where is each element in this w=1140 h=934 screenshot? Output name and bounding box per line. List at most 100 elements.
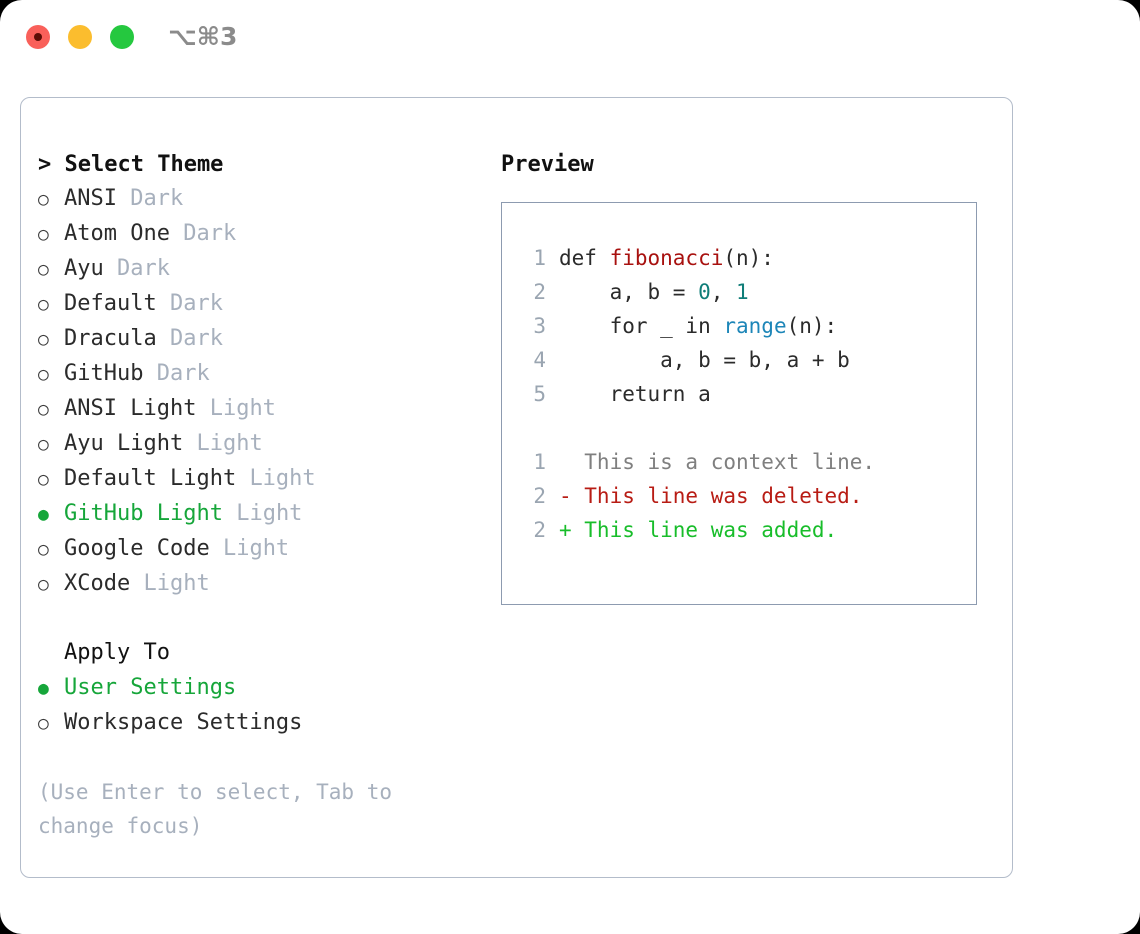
theme-option-label: Dracula bbox=[64, 326, 157, 351]
radio-unselected-icon[interactable]: ○ bbox=[38, 259, 49, 280]
code-line-number: 3 bbox=[533, 314, 546, 338]
code-line-text: def fibonacci(n): bbox=[559, 241, 774, 275]
diff-line-number: 2 bbox=[533, 484, 546, 508]
theme-option-label: Default Light bbox=[64, 466, 237, 491]
radio-unselected-icon[interactable]: ○ bbox=[38, 329, 49, 350]
code-token-plain: (n): bbox=[723, 246, 774, 270]
radio-unselected-icon[interactable]: ○ bbox=[38, 713, 49, 734]
list-spacer bbox=[38, 602, 478, 636]
main-panel: > Select Theme ○ANSI Dark○Atom One Dark○… bbox=[20, 97, 1013, 878]
code-token-num: 0 bbox=[698, 280, 711, 304]
apply-to-option-list[interactable]: ● User Settings ○ Workspace Settings bbox=[38, 671, 478, 741]
theme-option-google-code[interactable]: ○ Google Code Light bbox=[38, 532, 478, 567]
diff-line-del: 2 - This line was deleted. bbox=[516, 479, 976, 513]
code-token-plain: a, b = bbox=[559, 280, 699, 304]
theme-option-label: XCode bbox=[64, 571, 131, 596]
code-line: 4 a, b = b, a + b bbox=[516, 343, 976, 377]
title-bar: ⌥⌘3 bbox=[0, 0, 1140, 78]
theme-option-ansi[interactable]: ○ANSI Dark bbox=[38, 182, 478, 217]
theme-option-xcode[interactable]: ○ XCode Light bbox=[38, 567, 478, 602]
select-theme-header: > Select Theme bbox=[38, 152, 224, 177]
code-line-number: 5 bbox=[533, 382, 546, 406]
code-diff-spacer bbox=[516, 411, 976, 445]
apply-to-header-label: Apply To bbox=[64, 640, 170, 665]
code-token-plain: a, b = b, a + b bbox=[559, 348, 850, 372]
diff-line-number: 2 bbox=[533, 518, 546, 542]
radio-unselected-icon[interactable]: ○ bbox=[38, 539, 49, 560]
theme-option-ansi-light[interactable]: ○ANSI Light Light bbox=[38, 392, 478, 427]
radio-unselected-icon[interactable]: ○ bbox=[38, 189, 49, 210]
preview-title: Preview bbox=[501, 152, 594, 177]
apply-to-option-label: User Settings bbox=[64, 675, 237, 700]
code-line: 1 def fibonacci(n): bbox=[516, 241, 976, 275]
radio-unselected-icon[interactable]: ○ bbox=[38, 574, 49, 595]
radio-unselected-icon[interactable]: ○ bbox=[38, 224, 49, 245]
keyboard-shortcut-label: ⌥⌘3 bbox=[168, 22, 238, 51]
code-token-num: 1 bbox=[736, 280, 749, 304]
radio-unselected-icon[interactable]: ○ bbox=[38, 364, 49, 385]
theme-option-ayu[interactable]: ○Ayu Dark bbox=[38, 252, 478, 287]
apply-to-header: ○Apply To bbox=[38, 636, 478, 671]
diff-line-text: - This line was deleted. bbox=[559, 484, 863, 508]
diff-line-add: 2 + This line was added. bbox=[516, 513, 976, 547]
apply-to-option-label: Workspace Settings bbox=[64, 710, 303, 735]
theme-option-github-light[interactable]: ●GitHub Light Light bbox=[38, 497, 478, 532]
code-line-text: return a bbox=[559, 377, 711, 411]
radio-unselected-icon[interactable]: ○ bbox=[38, 399, 49, 420]
diff-line-text: This is a context line. bbox=[559, 450, 876, 474]
theme-option-label: Default bbox=[64, 291, 157, 316]
code-token-plain: (n): bbox=[786, 314, 838, 338]
window-controls bbox=[26, 25, 134, 49]
theme-option-label: Google Code bbox=[64, 536, 210, 561]
code-line-number: 1 bbox=[533, 246, 546, 270]
code-token-plain: for _ in bbox=[559, 314, 724, 338]
code-line: 2 a, b = 0, 1 bbox=[516, 275, 976, 309]
theme-variant-tag: Dark bbox=[169, 326, 223, 351]
theme-option-ayu-light[interactable]: ○ Ayu Light Light bbox=[38, 427, 478, 462]
theme-option-list[interactable]: ○ANSI Dark○Atom One Dark○Ayu Dark○Defaul… bbox=[38, 182, 478, 602]
code-line: 5 return a bbox=[516, 377, 976, 411]
theme-option-label: Ayu bbox=[64, 256, 104, 281]
radio-selected-icon[interactable]: ● bbox=[38, 504, 49, 525]
theme-option-label: Atom One bbox=[64, 221, 170, 246]
code-token-plain: , bbox=[710, 280, 737, 304]
code-line-text: for _ in range(n): bbox=[559, 309, 838, 343]
radio-selected-icon[interactable]: ● bbox=[38, 678, 49, 699]
theme-option-default[interactable]: ○ Default Dark bbox=[38, 287, 478, 322]
apply-to-option-user-settings[interactable]: ● User Settings bbox=[38, 671, 478, 706]
theme-variant-tag: Dark bbox=[156, 361, 210, 386]
theme-option-label: GitHub bbox=[64, 361, 144, 386]
theme-option-github[interactable]: ○ GitHub Dark bbox=[38, 357, 478, 392]
maximize-button[interactable] bbox=[110, 25, 134, 49]
radio-unselected-icon[interactable]: ○ bbox=[38, 434, 49, 455]
diff-line-text: + This line was added. bbox=[559, 518, 838, 542]
code-line-text: a, b = b, a + b bbox=[559, 343, 850, 377]
apply-to-option-workspace-settings[interactable]: ○ Workspace Settings bbox=[38, 706, 478, 741]
theme-variant-tag: Light bbox=[143, 571, 210, 596]
theme-option-label: GitHub Light bbox=[64, 501, 223, 526]
apply-to-header-marker: ○ bbox=[38, 637, 64, 671]
theme-option-label: ANSI Light bbox=[64, 396, 197, 421]
theme-variant-tag: Dark bbox=[169, 291, 223, 316]
theme-variant-tag: Dark bbox=[130, 186, 184, 211]
code-line-number: 4 bbox=[533, 348, 546, 372]
theme-variant-tag: Light bbox=[222, 536, 290, 561]
theme-option-atom-one[interactable]: ○ Atom One Dark bbox=[38, 217, 478, 252]
theme-variant-tag: Dark bbox=[183, 221, 237, 246]
keyboard-hint-text: (Use Enter to select, Tab to change focu… bbox=[38, 780, 393, 838]
theme-option-default-light[interactable]: ○ Default Light Light bbox=[38, 462, 478, 497]
diff-line-ctx: 1 This is a context line. bbox=[516, 445, 976, 479]
theme-variant-tag: Light bbox=[196, 431, 263, 456]
theme-option-dracula[interactable]: ○ Dracula Dark bbox=[38, 322, 478, 357]
theme-picker-column: > Select Theme ○ANSI Dark○Atom One Dark○… bbox=[38, 148, 478, 843]
minimize-button[interactable] bbox=[68, 25, 92, 49]
close-button[interactable] bbox=[26, 25, 50, 49]
diff-line-number: 1 bbox=[533, 450, 546, 474]
radio-unselected-icon[interactable]: ○ bbox=[38, 469, 49, 490]
theme-variant-tag: Light bbox=[249, 466, 316, 491]
theme-option-label: Ayu Light bbox=[64, 431, 184, 456]
diff-sample: 1 This is a context line. 2 - This line wa… bbox=[516, 445, 976, 547]
code-token-plain: def bbox=[559, 246, 610, 270]
radio-unselected-icon[interactable]: ○ bbox=[38, 294, 49, 315]
